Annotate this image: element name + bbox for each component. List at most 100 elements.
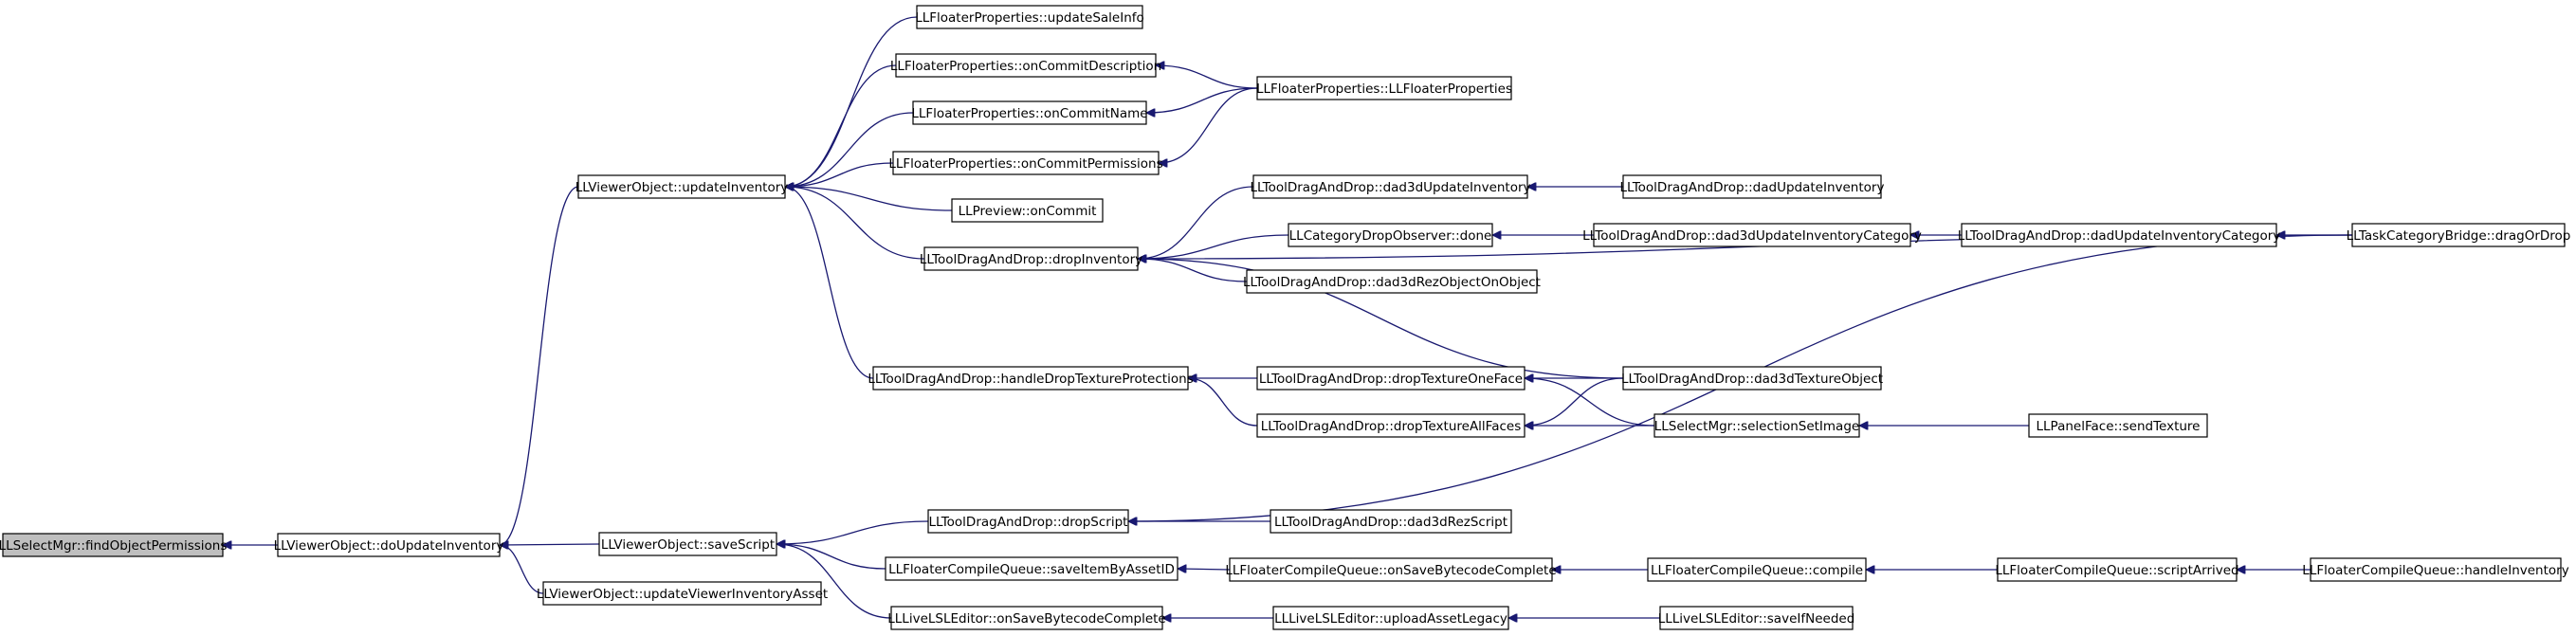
node-selection-set-image[interactable]: LLSelectMgr::selectionSetImage xyxy=(1653,413,1860,438)
node-update-viewer-inventory-asset[interactable]: LLViewerObject::updateViewerInventoryAss… xyxy=(537,581,828,606)
node-label: LLFloaterProperties::onCommitPermissions xyxy=(888,156,1162,172)
edge-on-commit-name-to-update-inventory xyxy=(785,112,914,187)
node-dad3d-texture-object[interactable]: LLToolDragAndDrop::dad3dTextureObject xyxy=(1621,366,1883,391)
node-category-drop-observer-done[interactable]: LLCategoryDropObserver::done xyxy=(1288,223,1493,247)
node-box xyxy=(1246,269,1538,294)
node-update-sale-info[interactable]: LLFloaterProperties::updateSaleInfo xyxy=(915,5,1144,29)
node-label: LLViewerObject::updateInventory xyxy=(575,180,789,195)
node-drop-texture-all-faces[interactable]: LLToolDragAndDrop::dropTextureAllFaces xyxy=(1256,413,1526,438)
node-box xyxy=(1256,366,1526,391)
node-dad3d-update-inventory[interactable]: LLToolDragAndDrop::dad3dUpdateInventory xyxy=(1250,174,1531,199)
node-do-update-inventory[interactable]: LLViewerObject::doUpdateInventory xyxy=(274,533,504,557)
node-box xyxy=(2,533,224,557)
node-drop-inventory[interactable]: LLToolDragAndDrop::dropInventory xyxy=(920,246,1142,271)
node-handle-drop-texture-protections[interactable]: LLToolDragAndDrop::handleDropTextureProt… xyxy=(868,366,1194,391)
node-box xyxy=(1256,76,1512,100)
node-box xyxy=(923,246,1139,271)
node-label: LLLiveLSLEditor::saveIfNeeded xyxy=(1658,611,1855,627)
node-box xyxy=(542,581,822,606)
node-box xyxy=(1270,509,1512,534)
node-label: LLToolDragAndDrop::dad3dRezScript xyxy=(1274,515,1507,530)
edge-dad3d-rez-object-on-object-to-drop-inventory xyxy=(1138,259,1248,282)
node-box xyxy=(1272,606,1509,630)
node-label: LLToolDragAndDrop::dad3dUpdateInventory xyxy=(1250,180,1530,195)
node-handle-inventory[interactable]: LLFloaterCompileQueue::handleInventory xyxy=(2302,557,2569,582)
edge-save-script-to-do-update-inventory xyxy=(500,544,600,545)
node-save-script[interactable]: LLViewerObject::saveScript xyxy=(598,532,777,556)
node-label: LLToolDragAndDrop::dadUpdateInventory xyxy=(1620,180,1885,195)
node-dad3d-rez-script[interactable]: LLToolDragAndDrop::dad3dRezScript xyxy=(1270,509,1512,534)
node-on-commit-permissions[interactable]: LLFloaterProperties::onCommitPermissions xyxy=(888,151,1163,175)
node-drop-script[interactable]: LLToolDragAndDrop::dropScript xyxy=(927,509,1129,534)
edge-on-commit-description-to-update-inventory xyxy=(785,64,897,187)
node-box xyxy=(1622,174,1882,199)
node-label: LLFloaterCompileQueue::compile xyxy=(1651,563,1863,578)
node-box xyxy=(872,366,1189,391)
node-on-commit-name[interactable]: LLFloaterProperties::onCommitName xyxy=(911,100,1148,125)
node-label: LLFloaterProperties::updateSaleInfo xyxy=(915,10,1144,26)
edge-category-drop-observer-done-to-drop-inventory xyxy=(1138,234,1289,259)
node-label: LLPanelFace::sendTexture xyxy=(2037,419,2201,434)
edge-dad3d-texture-object-to-drop-texture-all-faces xyxy=(1525,377,1624,426)
node-label: LLToolDragAndDrop::dropTextureAllFaces xyxy=(1261,419,1522,434)
node-label: LLPreview::onCommit xyxy=(959,204,1097,219)
edge-drop-script-to-save-script xyxy=(776,520,929,544)
node-panel-face-send-texture[interactable]: LLPanelFace::sendTexture xyxy=(2028,413,2208,438)
node-save-item-by-asset-id[interactable]: LLFloaterCompileQueue::saveItemByAssetID xyxy=(885,556,1178,581)
node-box xyxy=(1653,413,1860,438)
node-box xyxy=(1622,366,1882,391)
node-cq-on-save-bytecode-complete[interactable]: LLFloaterCompileQueue::onSaveBytecodeCom… xyxy=(1225,557,1557,582)
node-lsl-on-save-bytecode-complete[interactable]: LLLiveLSLEditor::onSaveBytecodeComplete xyxy=(887,606,1166,630)
edge-drop-texture-all-faces-to-handle-drop-texture-protections xyxy=(1188,378,1258,427)
node-on-commit-description[interactable]: LLFloaterProperties::onCommitDescription xyxy=(890,53,1161,78)
node-label: LLToolDragAndDrop::dadUpdateInventoryCat… xyxy=(1958,228,2281,244)
node-preview-on-commit[interactable]: LLPreview::onCommit xyxy=(951,198,1104,223)
node-update-inventory[interactable]: LLViewerObject::updateInventory xyxy=(575,174,789,199)
node-drag-or-drop[interactable]: LLTaskCategoryBridge::dragOrDrop xyxy=(2347,223,2571,247)
node-dad3d-update-inventory-category[interactable]: LLToolDragAndDrop::dad3dUpdateInventoryC… xyxy=(1582,223,1922,247)
node-box xyxy=(2351,223,2566,247)
node-box xyxy=(1256,413,1526,438)
node-label: LLViewerObject::saveScript xyxy=(601,537,775,553)
node-upload-asset-legacy[interactable]: LLLiveLSLEditor::uploadAssetLegacy xyxy=(1272,606,1509,630)
edge-cq-on-save-bytecode-complete-to-save-item-by-asset-id xyxy=(1178,569,1231,570)
node-box xyxy=(892,151,1160,175)
node-box xyxy=(951,198,1104,223)
node-box xyxy=(1252,174,1528,199)
node-label: LLToolDragAndDrop::handleDropTextureProt… xyxy=(868,372,1193,387)
node-save-if-needed[interactable]: LLLiveLSLEditor::saveIfNeeded xyxy=(1658,606,1855,630)
edge-update-viewer-inventory-asset-to-do-update-inventory xyxy=(500,545,544,594)
node-box xyxy=(895,53,1157,78)
node-box xyxy=(1961,223,2277,247)
edge-lsl-on-save-bytecode-complete-to-save-script xyxy=(776,544,892,619)
node-box xyxy=(2028,413,2208,438)
node-dad3d-rez-object-on-object[interactable]: LLToolDragAndDrop::dad3dRezObjectOnObjec… xyxy=(1243,269,1541,294)
edge-update-inventory-to-do-update-inventory xyxy=(500,186,579,545)
node-label: LLFloaterCompileQueue::saveItemByAssetID xyxy=(888,562,1175,577)
node-compile[interactable]: LLFloaterCompileQueue::compile xyxy=(1647,557,1867,582)
node-label: LLFloaterProperties::onCommitName xyxy=(911,106,1147,121)
edge-dad3d-update-inventory-to-drop-inventory xyxy=(1138,186,1254,259)
node-label: LLToolDragAndDrop::dad3dRezObjectOnObjec… xyxy=(1243,275,1541,290)
edge-save-item-by-asset-id-to-save-script xyxy=(776,544,886,570)
node-box xyxy=(277,533,501,557)
node-label: LLToolDragAndDrop::dad3dUpdateInventoryC… xyxy=(1582,228,1922,244)
node-label: LLFloaterCompileQueue::onSaveBytecodeCom… xyxy=(1225,563,1556,578)
node-script-arrived[interactable]: LLFloaterCompileQueue::scriptArrived xyxy=(1995,557,2239,582)
node-box xyxy=(2310,557,2562,582)
node-find-object-permissions[interactable]: LLSelectMgr::findObjectPermissions xyxy=(0,533,227,557)
edge-drop-inventory-to-update-inventory xyxy=(785,187,925,260)
node-box xyxy=(1593,223,1911,247)
node-dad-update-inventory-category[interactable]: LLToolDragAndDrop::dadUpdateInventoryCat… xyxy=(1958,223,2281,247)
node-box xyxy=(598,532,777,556)
node-label: LLViewerObject::updateViewerInventoryAss… xyxy=(537,587,828,602)
edge-floater-properties-ctor-to-on-commit-permissions xyxy=(1159,87,1258,163)
node-drop-texture-one-face[interactable]: LLToolDragAndDrop::dropTextureOneFace xyxy=(1256,366,1526,391)
node-floater-properties-ctor[interactable]: LLFloaterProperties::LLFloaterProperties xyxy=(1256,76,1512,100)
node-box xyxy=(927,509,1129,534)
node-label: LLToolDragAndDrop::dropScript xyxy=(929,515,1128,530)
node-dad-update-inventory[interactable]: LLToolDragAndDrop::dadUpdateInventory xyxy=(1620,174,1885,199)
node-label: LLToolDragAndDrop::dropInventory xyxy=(920,252,1142,267)
